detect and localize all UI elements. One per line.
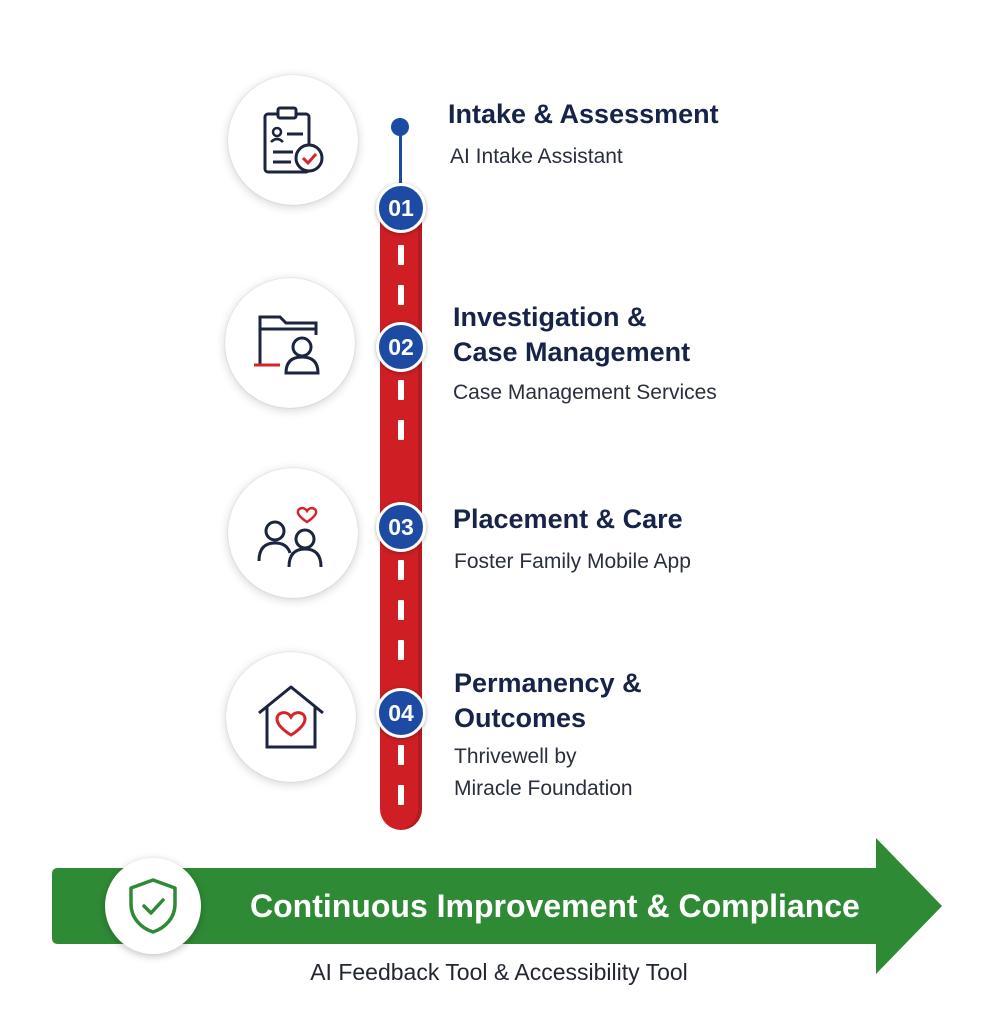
step-3-title: Placement & Care [453,504,683,534]
continuous-improvement-arrow [52,838,942,974]
step-2-number-badge: 02 [376,322,426,372]
shield-check-icon [129,878,177,934]
road-dash [398,285,404,305]
house-heart-icon [258,685,324,749]
road-dash [398,245,404,265]
step-2-title: Investigation & Case Management [453,302,691,367]
footer-banner-text: Continuous Improvement & Compliance [250,888,860,924]
step-4-title: Permanency & Outcomes [454,668,642,733]
step-3-subtitle: Foster Family Mobile App [454,550,691,573]
step-4-number-badge: 04 [376,688,426,738]
step-3-icon-circle [228,468,358,598]
road-dash [398,560,404,580]
timeline-start-dot [391,118,409,136]
road-dash [398,785,404,805]
step-3-number-badge: 03 [376,502,426,552]
road-dash [398,745,404,765]
folder-person-icon [254,315,320,375]
step-4-icon-circle [226,652,356,782]
road-dash [398,380,404,400]
step-1-number-badge: 01 [376,183,426,233]
step-2-subtitle: Case Management Services [453,381,717,404]
road-dash [398,600,404,620]
timeline-start-stem [399,128,402,190]
step-4-subtitle: Thrivewell by Miracle Foundation [454,745,633,800]
step-1-subtitle: AI Intake Assistant [450,145,623,168]
clipboard-check-icon [263,106,324,174]
road-dash [398,420,404,440]
step-1-icon-circle [228,75,358,205]
step-1-title: Intake & Assessment [448,99,719,129]
family-heart-icon [257,506,323,568]
footer-subtitle: AI Feedback Tool & Accessibility Tool [310,959,688,985]
shield-icon-circle [105,858,201,954]
road-dash [398,640,404,660]
step-2-icon-circle [225,278,355,408]
